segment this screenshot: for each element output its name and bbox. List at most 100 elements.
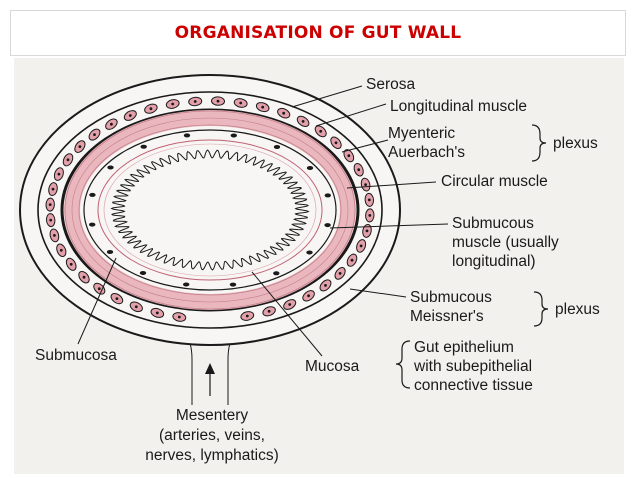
label-gut-epithelium-3: connective tissue	[414, 377, 533, 394]
brace-submucous-plexus	[533, 291, 549, 327]
label-submucous-muscle-2: muscle (usually	[452, 234, 559, 251]
label-plexus-lower: plexus	[555, 301, 600, 318]
ganglion-nucleus	[338, 272, 342, 275]
ganglion-nucleus	[245, 314, 249, 318]
ganglion-nucleus	[69, 262, 73, 266]
submucous-plexus-node	[89, 222, 96, 227]
ganglion-nucleus	[48, 203, 52, 207]
submucous-plexus-nodes	[89, 133, 331, 287]
ganglion-nucleus	[282, 111, 286, 115]
submucous-muscle-layer	[83, 129, 337, 291]
page-title: ORGANISATION OF GUT WALL	[174, 23, 462, 43]
ganglion-nucleus	[59, 248, 63, 252]
ganglion-nucleus	[171, 102, 175, 106]
mesentery-arrowhead	[205, 363, 215, 374]
submucous-plexus-node	[183, 282, 190, 287]
ganglion-nucleus	[57, 172, 61, 176]
title-box: ORGANISATION OF GUT WALL	[10, 10, 626, 56]
submucous-plexus-node	[324, 223, 331, 228]
ganglion-nucleus	[216, 99, 220, 103]
leader-submucous-muscle	[329, 223, 449, 229]
leader-circular-muscle	[346, 181, 437, 189]
submucous-plexus-node	[140, 144, 147, 149]
ganglion-nucleus	[177, 315, 181, 319]
label-circular-muscle: Circular muscle	[441, 173, 548, 190]
circular-muscle-line-outer	[64, 110, 356, 310]
circular-muscle-line-inner	[78, 124, 342, 296]
ganglion-nucleus	[193, 100, 197, 103]
ganglion-nucleus	[334, 141, 338, 145]
label-serosa: Serosa	[366, 76, 415, 93]
mucosa-inner-line	[103, 143, 317, 277]
submucous-plexus-node	[229, 282, 237, 287]
ganglion-nucleus	[239, 101, 243, 105]
label-submucosa: Submucosa	[35, 347, 117, 364]
submucous-plexus-node	[273, 145, 281, 149]
ganglion-nucleus	[357, 168, 361, 172]
ganglion-nucleus	[301, 120, 305, 123]
leader-myenteric	[341, 139, 389, 153]
ganglion-nucleus	[267, 309, 271, 313]
mucosa-villi	[110, 149, 310, 271]
ganglion-nucleus	[128, 114, 132, 117]
label-myenteric: Myenteric	[388, 125, 455, 142]
mucosa-connective-tissue	[97, 139, 323, 281]
ganglion-nucleus	[134, 305, 138, 309]
leader-mucosa	[251, 271, 323, 357]
ganglion-nucleus	[49, 218, 53, 222]
submucous-plexus-node	[139, 271, 147, 275]
submucous-plexus-node	[324, 193, 331, 198]
ganglion-nucleus	[365, 229, 369, 233]
submucous-plexus-node	[89, 192, 96, 197]
ganglion-nucleus	[78, 145, 82, 149]
brace-gut-epithelium	[395, 340, 411, 389]
label-gut-epithelium-2: with subepithelial	[413, 358, 532, 375]
leader-serosa	[291, 85, 363, 108]
ganglion-nucleus	[359, 244, 363, 248]
ganglion-nucleus	[51, 187, 55, 191]
leader-submucosa	[77, 257, 117, 345]
label-mucosa: Mucosa	[305, 358, 360, 375]
ganglion-nucleus	[347, 154, 351, 158]
leader-submucous-plexus	[349, 288, 407, 298]
circular-muscle-line-mid	[71, 117, 349, 303]
submucous-plexus-node	[183, 133, 191, 138]
submucous-plexus-node	[273, 271, 280, 276]
ganglion-nucleus	[82, 275, 86, 279]
submucous-plexus-node	[306, 250, 313, 255]
submucous-plexus-node	[306, 166, 314, 170]
submucous-plexus-node	[230, 133, 237, 138]
ganglion-nucleus	[93, 133, 96, 137]
label-mesentery-2: (arteries, veins,	[159, 427, 265, 444]
submucous-plexus-node	[106, 250, 114, 254]
label-auerbachs: Auerbach's	[388, 144, 465, 161]
ganglion-nucleus	[261, 105, 265, 109]
ganglion-nucleus	[364, 183, 367, 187]
submucous-plexus-node	[107, 165, 114, 170]
label-mesentery-1: Mesentery	[176, 407, 249, 424]
longitudinal-muscle-layer	[37, 91, 383, 329]
brace-myenteric-plexus	[531, 124, 547, 162]
label-gut-epithelium-1: Gut epithelium	[414, 339, 514, 356]
ganglion-nucleus	[66, 158, 70, 162]
myenteric-ganglia	[45, 96, 375, 322]
label-submucous-muscle-1: Submucous	[452, 215, 534, 232]
ganglion-nucleus	[149, 107, 153, 111]
ganglion-nucleus	[110, 122, 113, 126]
ganglion-nucleus	[367, 198, 371, 202]
ganglion-nucleus	[368, 214, 372, 217]
label-meissners: Meissner's	[410, 308, 484, 325]
ganglion-nucleus	[155, 311, 159, 315]
label-plexus-upper: plexus	[553, 135, 598, 152]
ganglion-nucleus	[288, 303, 292, 306]
ganglion-nucleus	[115, 297, 119, 300]
label-longitudinal-muscle: Longitudinal muscle	[390, 98, 527, 115]
label-submucous-muscle-3: longitudinal)	[452, 253, 536, 270]
ganglion-nucleus	[53, 234, 56, 237]
ganglion-nucleus	[319, 129, 323, 133]
ganglion-nucleus	[350, 258, 354, 262]
label-submucous: Submucous	[410, 289, 492, 306]
leader-longitudinal-muscle	[315, 103, 387, 127]
